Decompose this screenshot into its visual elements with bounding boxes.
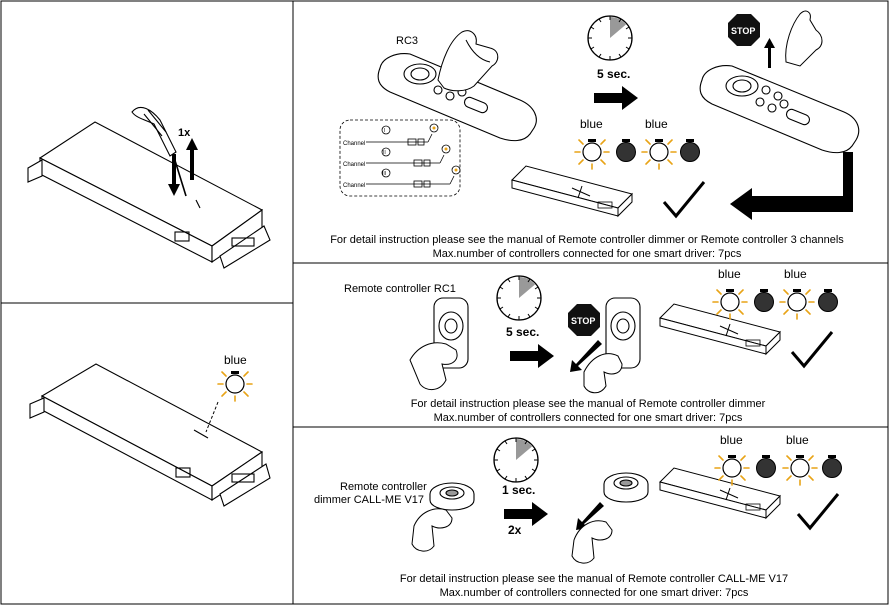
led-off-icon <box>756 454 776 478</box>
press-arrows-icon <box>168 138 198 196</box>
hand-icon <box>437 30 499 92</box>
press-count-label: 2x <box>508 523 522 537</box>
channel-number: II <box>383 150 386 156</box>
timer-icon <box>587 15 633 61</box>
signal-line <box>205 401 219 433</box>
led-color-label: blue <box>718 267 741 281</box>
arrow-right-icon <box>510 344 554 368</box>
remote-v17-icon <box>429 482 475 511</box>
driver-box-icon <box>511 165 633 217</box>
led-off-icon <box>822 454 842 478</box>
channel-number: I <box>384 128 385 134</box>
led-glow-icon <box>641 138 677 170</box>
driver-box-icon <box>27 121 271 269</box>
return-arrow-icon <box>730 152 853 220</box>
hand-icon <box>409 342 458 390</box>
caption-text: Max.number of controllers connected for … <box>434 412 743 424</box>
caption-text: Max.number of controllers connected for … <box>440 587 749 599</box>
hand-icon <box>411 508 453 552</box>
caption-text: For detail instruction please see the ma… <box>411 398 766 410</box>
timer-label: 5 sec. <box>506 325 539 339</box>
lamp-icon <box>429 123 461 175</box>
checkmark-icon <box>796 492 840 530</box>
timer-label: 5 sec. <box>597 67 630 81</box>
led-glow-icon <box>782 454 818 486</box>
channel-number: III <box>382 171 386 177</box>
led-off-icon <box>616 138 636 162</box>
channel-label: Channel <box>343 141 365 147</box>
hand-icon <box>583 353 623 394</box>
led-glow-icon <box>779 288 815 320</box>
led-glow-icon <box>217 370 253 402</box>
remote-label: RC3 <box>396 35 418 47</box>
channel-label: Channel <box>343 183 365 189</box>
timer-label: 1 sec. <box>502 483 535 497</box>
led-color-label: blue <box>645 117 668 131</box>
timer-icon <box>493 437 539 483</box>
led-off-icon <box>754 288 774 312</box>
led-glow-icon <box>712 288 748 320</box>
led-color-label: blue <box>784 267 807 281</box>
remote-rc3-icon <box>699 65 860 154</box>
led-color-label: blue <box>786 433 809 447</box>
led-color-label: blue <box>580 117 603 131</box>
led-glow-icon <box>574 138 610 170</box>
remote-label: Remote controller <box>340 481 427 493</box>
remote-label: Remote controller RC1 <box>344 283 456 295</box>
stop-label: STOP <box>731 26 755 36</box>
pull-arrow-icon <box>570 340 602 372</box>
press-count-label: 1x <box>178 127 191 139</box>
stop-label: STOP <box>571 316 595 326</box>
checkmark-icon <box>662 180 706 218</box>
led-off-icon <box>818 288 838 312</box>
timer-icon <box>496 275 542 321</box>
channel-label: Channel <box>343 162 365 168</box>
led-color-label: blue <box>224 353 247 367</box>
caption-text: Max.number of controllers connected for … <box>433 248 742 260</box>
channel-diagram: Channel Channel Channel I II III <box>339 119 461 197</box>
hand-icon <box>785 10 823 67</box>
led-color-label: blue <box>720 433 743 447</box>
remote-rc1-icon <box>605 297 641 369</box>
remote-v17-icon <box>603 472 649 503</box>
checkmark-icon <box>790 330 834 368</box>
led-off-icon <box>680 138 700 162</box>
caption-text: For detail instruction please see the ma… <box>330 234 844 246</box>
driver-box-icon <box>29 363 271 507</box>
hand-icon <box>571 520 613 564</box>
pull-arrow-icon <box>576 502 604 530</box>
remote-label: dimmer CALL-ME V17 <box>314 494 424 506</box>
arrow-right-icon <box>594 86 638 110</box>
lift-arrow-icon <box>764 38 775 68</box>
caption-text: For detail instruction please see the ma… <box>400 573 788 585</box>
